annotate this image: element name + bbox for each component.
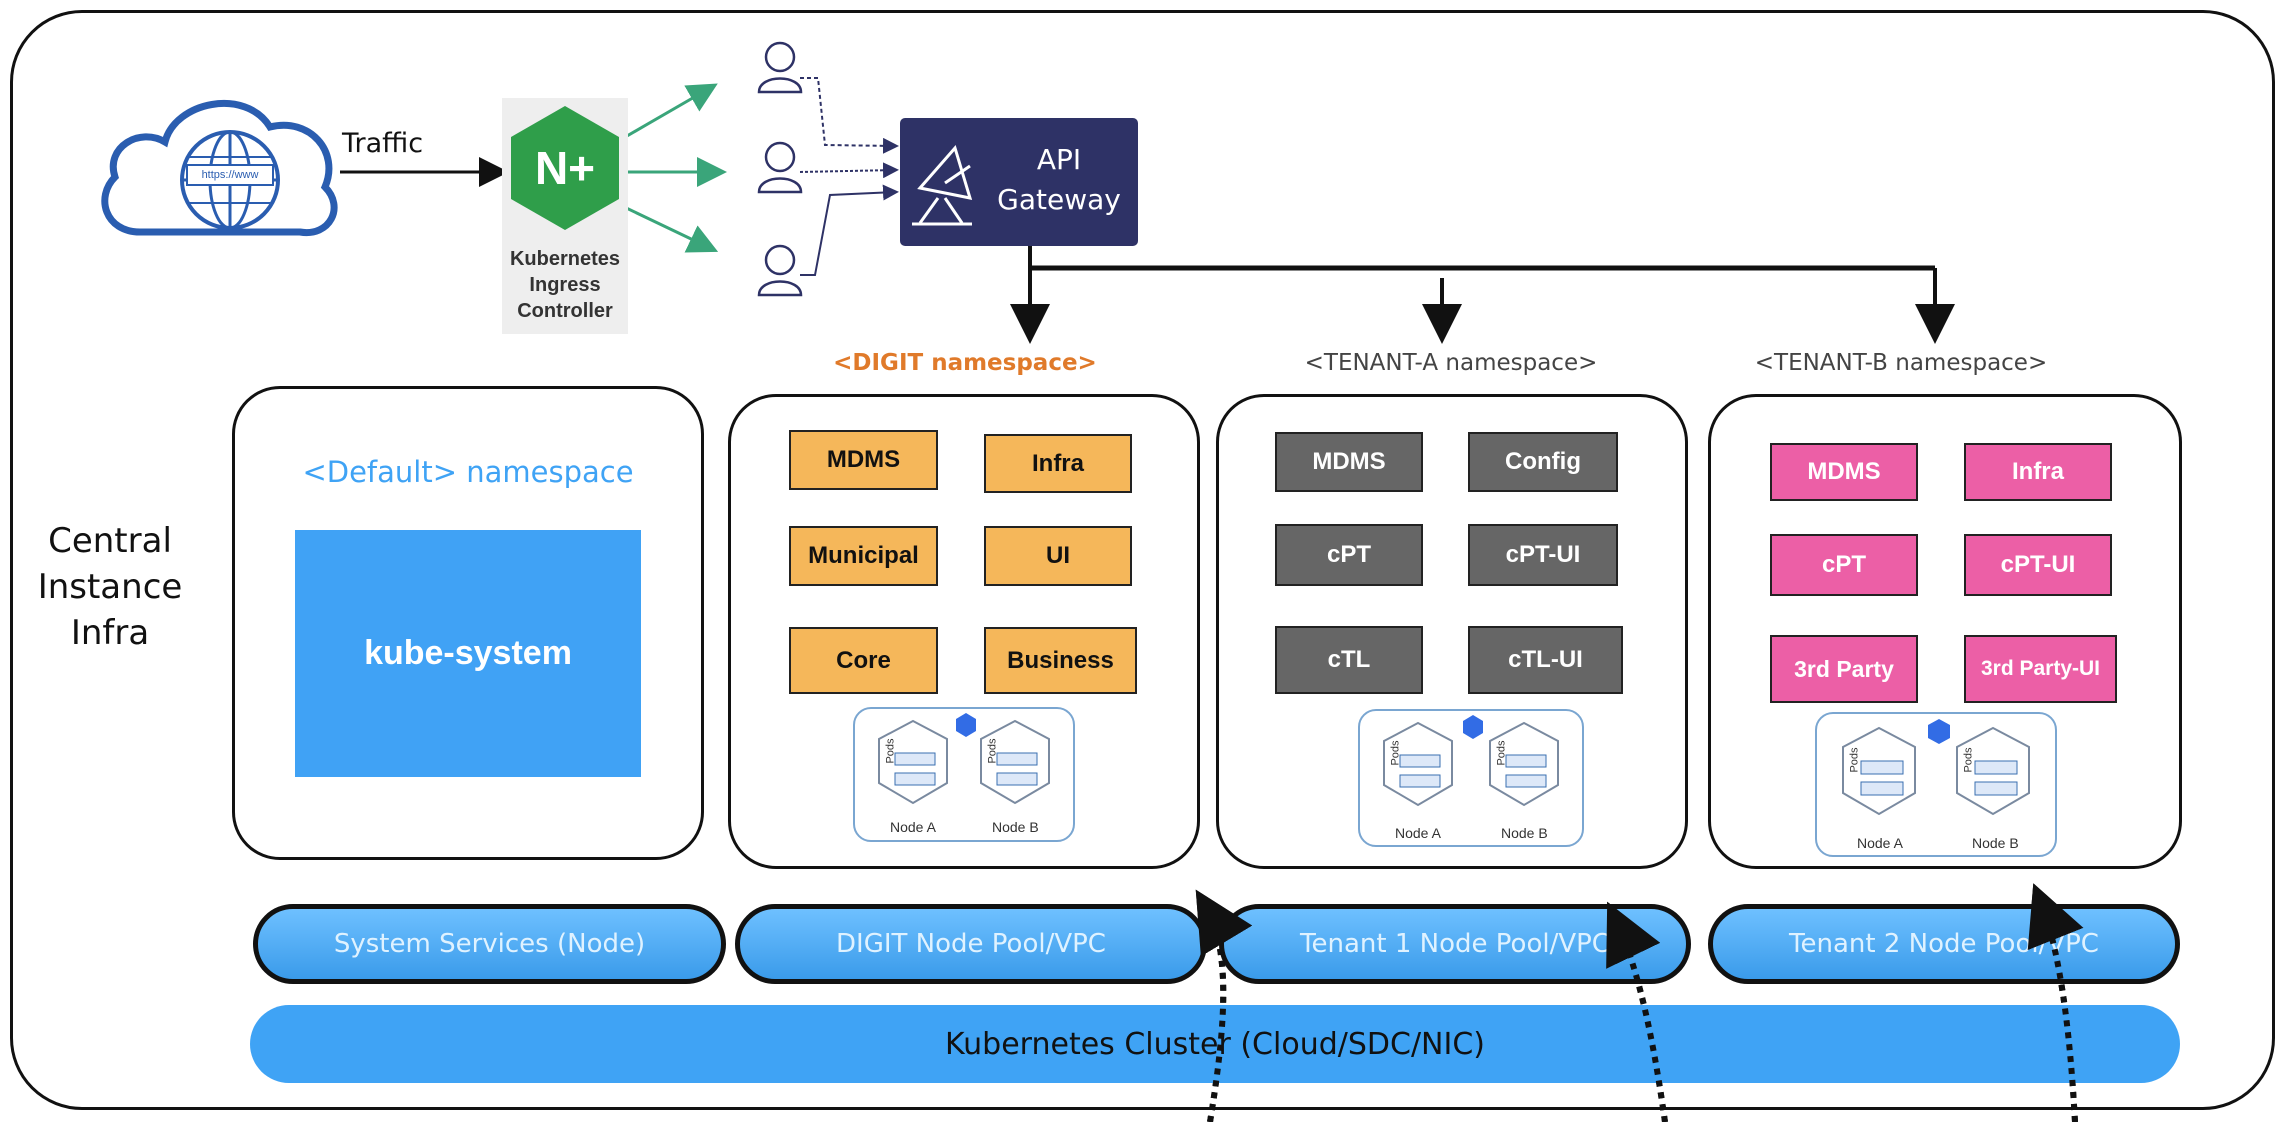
default-namespace-title: <Default> namespace bbox=[302, 455, 634, 489]
kubernetes-icon bbox=[1463, 715, 1483, 739]
central-line-1: Central bbox=[48, 521, 172, 561]
tenant-b-namespace-title: <TENANT-B namespace> bbox=[1754, 350, 2048, 376]
service-cpt: cPT bbox=[1770, 534, 1918, 596]
kubernetes-icon bbox=[1928, 719, 1950, 744]
gateway-line-2: Gateway bbox=[997, 183, 1121, 216]
service-3rd-party: 3rd Party bbox=[1770, 635, 1918, 703]
user-icon bbox=[757, 244, 803, 297]
service-cpt-ui: cPT-UI bbox=[1468, 524, 1618, 586]
user-icon bbox=[757, 141, 803, 194]
service-cpt-ui: cPT-UI bbox=[1964, 534, 2112, 596]
node-b-label: Node B bbox=[1501, 825, 1548, 841]
nginx-logo: N+ bbox=[534, 142, 596, 194]
service-ctl: cTL bbox=[1275, 626, 1423, 694]
ingress-label-line-3: Controller bbox=[517, 300, 613, 322]
cloud-url-label: https://www bbox=[201, 169, 259, 181]
central-line-2: Instance bbox=[37, 567, 183, 607]
api-gateway: API Gateway bbox=[900, 118, 1138, 246]
digit-namespace-title: <DIGIT namespace> bbox=[833, 350, 1097, 376]
node-b-label: Node B bbox=[992, 819, 1039, 835]
traffic-label: Traffic bbox=[342, 128, 424, 159]
pool-system-services: System Services (Node) bbox=[253, 904, 726, 984]
ingress-label-line-2: Ingress bbox=[529, 274, 601, 296]
ingress-label-line-1: Kubernetes bbox=[509, 248, 621, 270]
user-link-1 bbox=[800, 77, 899, 154]
kubernetes-icon bbox=[956, 713, 976, 737]
service-municipal: Municipal bbox=[789, 526, 938, 586]
central-line-3: Infra bbox=[70, 613, 150, 653]
service-mdms: MDMS bbox=[789, 430, 938, 490]
user-icon bbox=[757, 41, 803, 94]
diagram-frame bbox=[10, 10, 2275, 1110]
pool-tenant-2: Tenant 2 Node Pool/VPC bbox=[1708, 904, 2180, 984]
service-infra: Infra bbox=[984, 434, 1132, 493]
node-a-label: Node A bbox=[1395, 825, 1441, 841]
service-ui: UI bbox=[984, 526, 1132, 586]
gateway-line-1: API bbox=[1036, 143, 1082, 176]
node-a-label: Node A bbox=[1857, 835, 1903, 851]
service-cpt: cPT bbox=[1275, 524, 1423, 586]
ingress-arrow-top bbox=[619, 83, 718, 142]
ingress-controller: N+ Kubernetes Ingress Controller bbox=[502, 98, 628, 334]
ingress-arrow-bottom bbox=[619, 203, 719, 253]
pods-diagram: Pods Pods Node A Node B bbox=[853, 707, 1075, 842]
service-config: Config bbox=[1468, 432, 1618, 492]
node-b-label: Node B bbox=[1972, 835, 2019, 851]
dotted-arrow-tenant1 bbox=[1606, 901, 1668, 1122]
service-mdms: MDMS bbox=[1275, 432, 1423, 492]
node-a-label: Node A bbox=[890, 819, 936, 835]
service-infra: Infra bbox=[1964, 443, 2112, 501]
pods-diagram: Pods Pods Node A Node B bbox=[1358, 709, 1584, 847]
tenant-a-namespace-title: <TENANT-A namespace> bbox=[1304, 350, 1598, 376]
service-mdms: MDMS bbox=[1770, 443, 1918, 501]
service-core: Core bbox=[789, 627, 938, 694]
service-ctl-ui: cTL-UI bbox=[1468, 626, 1623, 694]
service-3rd-party-ui: 3rd Party-UI bbox=[1964, 635, 2117, 703]
user-link-2 bbox=[799, 162, 899, 179]
dotted-arrow-digit bbox=[1195, 889, 1253, 1122]
kubernetes-cluster-bar: Kubernetes Cluster (Cloud/SDC/NIC) bbox=[250, 1005, 2180, 1083]
satellite-dish-icon bbox=[912, 144, 973, 226]
kube-system-box: kube-system bbox=[295, 530, 641, 777]
dotted-arrow-tenant2 bbox=[2027, 883, 2084, 1122]
cloud-icon: https://www bbox=[95, 82, 345, 247]
pods-diagram: Pods Pods Node A Node B bbox=[1815, 712, 2057, 857]
service-business: Business bbox=[984, 627, 1137, 694]
user-link-3 bbox=[800, 184, 899, 276]
pool-digit: DIGIT Node Pool/VPC bbox=[735, 904, 1207, 984]
